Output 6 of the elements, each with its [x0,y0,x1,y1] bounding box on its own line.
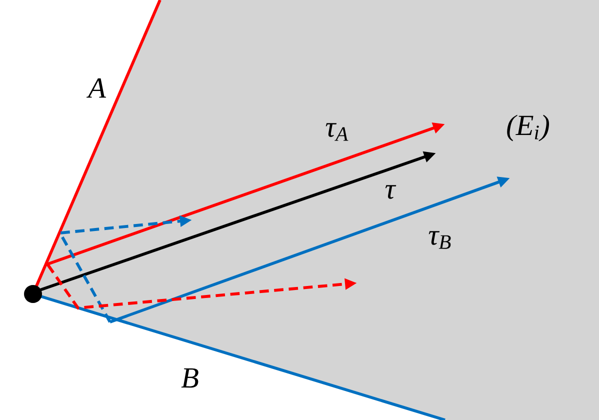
math-label: B [181,368,198,388]
math-label: τ [385,185,396,199]
math-label: τ$_{B}$ [428,231,451,249]
math-label: τ$_{A}$ [326,123,348,141]
math-label: A [86,78,106,98]
math-label: (E$_{i}$) [507,114,549,142]
